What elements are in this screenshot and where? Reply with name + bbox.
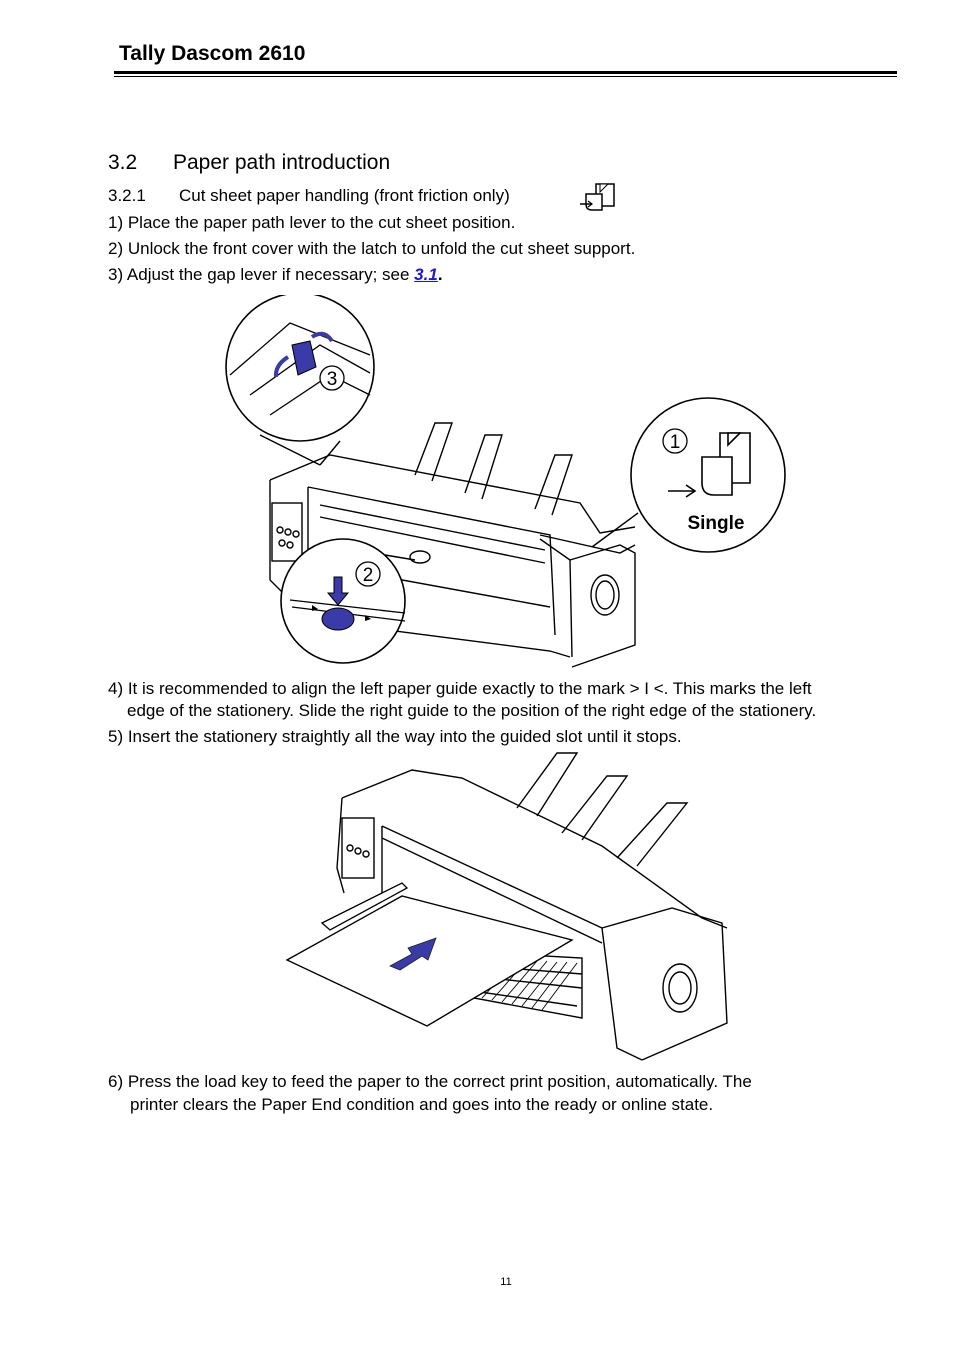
step-4-text: 4) It is recommended to align the left p… [108,679,812,698]
page-number: 11 [500,1276,512,1288]
step-1-text: 1) Place the paper path lever to the cut… [108,213,516,232]
section-3-1-link[interactable]: 3.1 [414,265,438,284]
header-rule-thin [114,76,897,77]
callout-1-number: 1 [670,432,681,453]
single-sheet-icon [668,432,751,498]
step-6-continuation: printer clears the Paper End condition a… [130,1095,714,1114]
step-3-suffix: . [437,265,443,284]
step-2-text: 2) Unlock the front cover with the latch… [108,239,636,258]
cut-sheet-icon [580,183,615,211]
insert-direction-arrow-icon [389,937,437,971]
callout-1: 1 Single [591,397,786,553]
callout-2: 2 [280,538,416,664]
callout-2-number: 2 [363,565,374,586]
step-5-text: 5) Insert the stationery straightly all … [108,727,682,746]
callout-3: 3 [225,295,375,466]
printer-paper-insert-figure [285,752,728,1061]
step-6-text: 6) Press the load key to feed the paper … [108,1072,752,1091]
subsection-title: Cut sheet paper handling (front friction… [179,186,510,205]
document-header-title: Tally Dascom 2610 [119,42,306,65]
step-4-continuation: edge of the stationery. Slide the right … [127,701,817,720]
subsection-number: 3.2.1 [108,186,146,205]
section-number: 3.2 [108,151,138,174]
printer-cut-sheet-figure: 3 2 1 Single [225,295,786,668]
step-3-prefix: 3) Adjust the gap lever if necessary; se… [108,265,415,284]
paper-sheet [285,895,574,1027]
header-rule [114,71,897,74]
callout-3-number: 3 [327,369,338,390]
callout-1-label: Single [687,513,744,534]
step-3-text: 3) Adjust the gap lever if necessary; se… [108,265,443,285]
section-title: Paper path introduction [173,151,391,174]
